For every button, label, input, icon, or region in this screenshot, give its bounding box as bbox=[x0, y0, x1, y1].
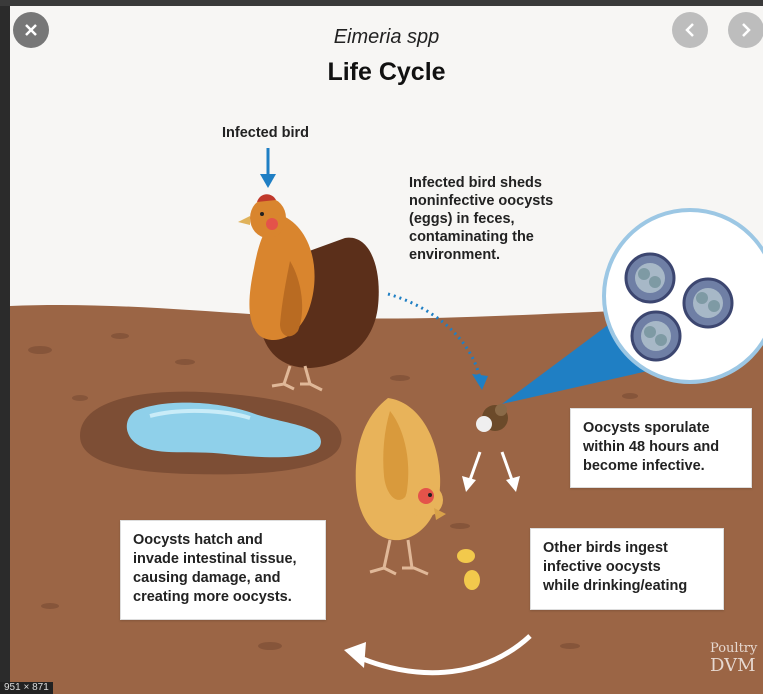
previous-image-button[interactable] bbox=[672, 12, 708, 48]
oocyst-magnifier bbox=[604, 210, 763, 382]
logo-line-1: Poultry bbox=[710, 642, 763, 656]
sporulate-box: Oocysts sporulate within 48 hours and be… bbox=[570, 408, 752, 488]
logo-line-2: DVM bbox=[710, 656, 763, 676]
ingest-box: Other birds ingest infective oocysts whi… bbox=[530, 528, 724, 610]
figure-title: Life Cycle bbox=[10, 58, 763, 87]
down-arrow-head bbox=[260, 174, 276, 188]
close-icon bbox=[23, 22, 39, 38]
image-dimensions: 951 × 871 bbox=[0, 682, 53, 694]
poultry-dvm-logo: Poultry DVM bbox=[710, 642, 763, 694]
shed-description: Infected bird sheds noninfective oocysts… bbox=[409, 174, 553, 264]
close-button[interactable] bbox=[13, 12, 49, 48]
infected-bird-label: Infected bird bbox=[222, 124, 309, 142]
chevron-left-icon bbox=[683, 22, 697, 38]
next-image-button[interactable] bbox=[728, 12, 763, 48]
lifecycle-image: Eimeria spp Life Cycle Infected bird Inf… bbox=[10, 6, 763, 694]
figure-subtitle: Eimeria spp bbox=[10, 26, 763, 49]
chevron-right-icon bbox=[739, 22, 753, 38]
hatch-box: Oocysts hatch and invade intestinal tiss… bbox=[120, 520, 326, 620]
